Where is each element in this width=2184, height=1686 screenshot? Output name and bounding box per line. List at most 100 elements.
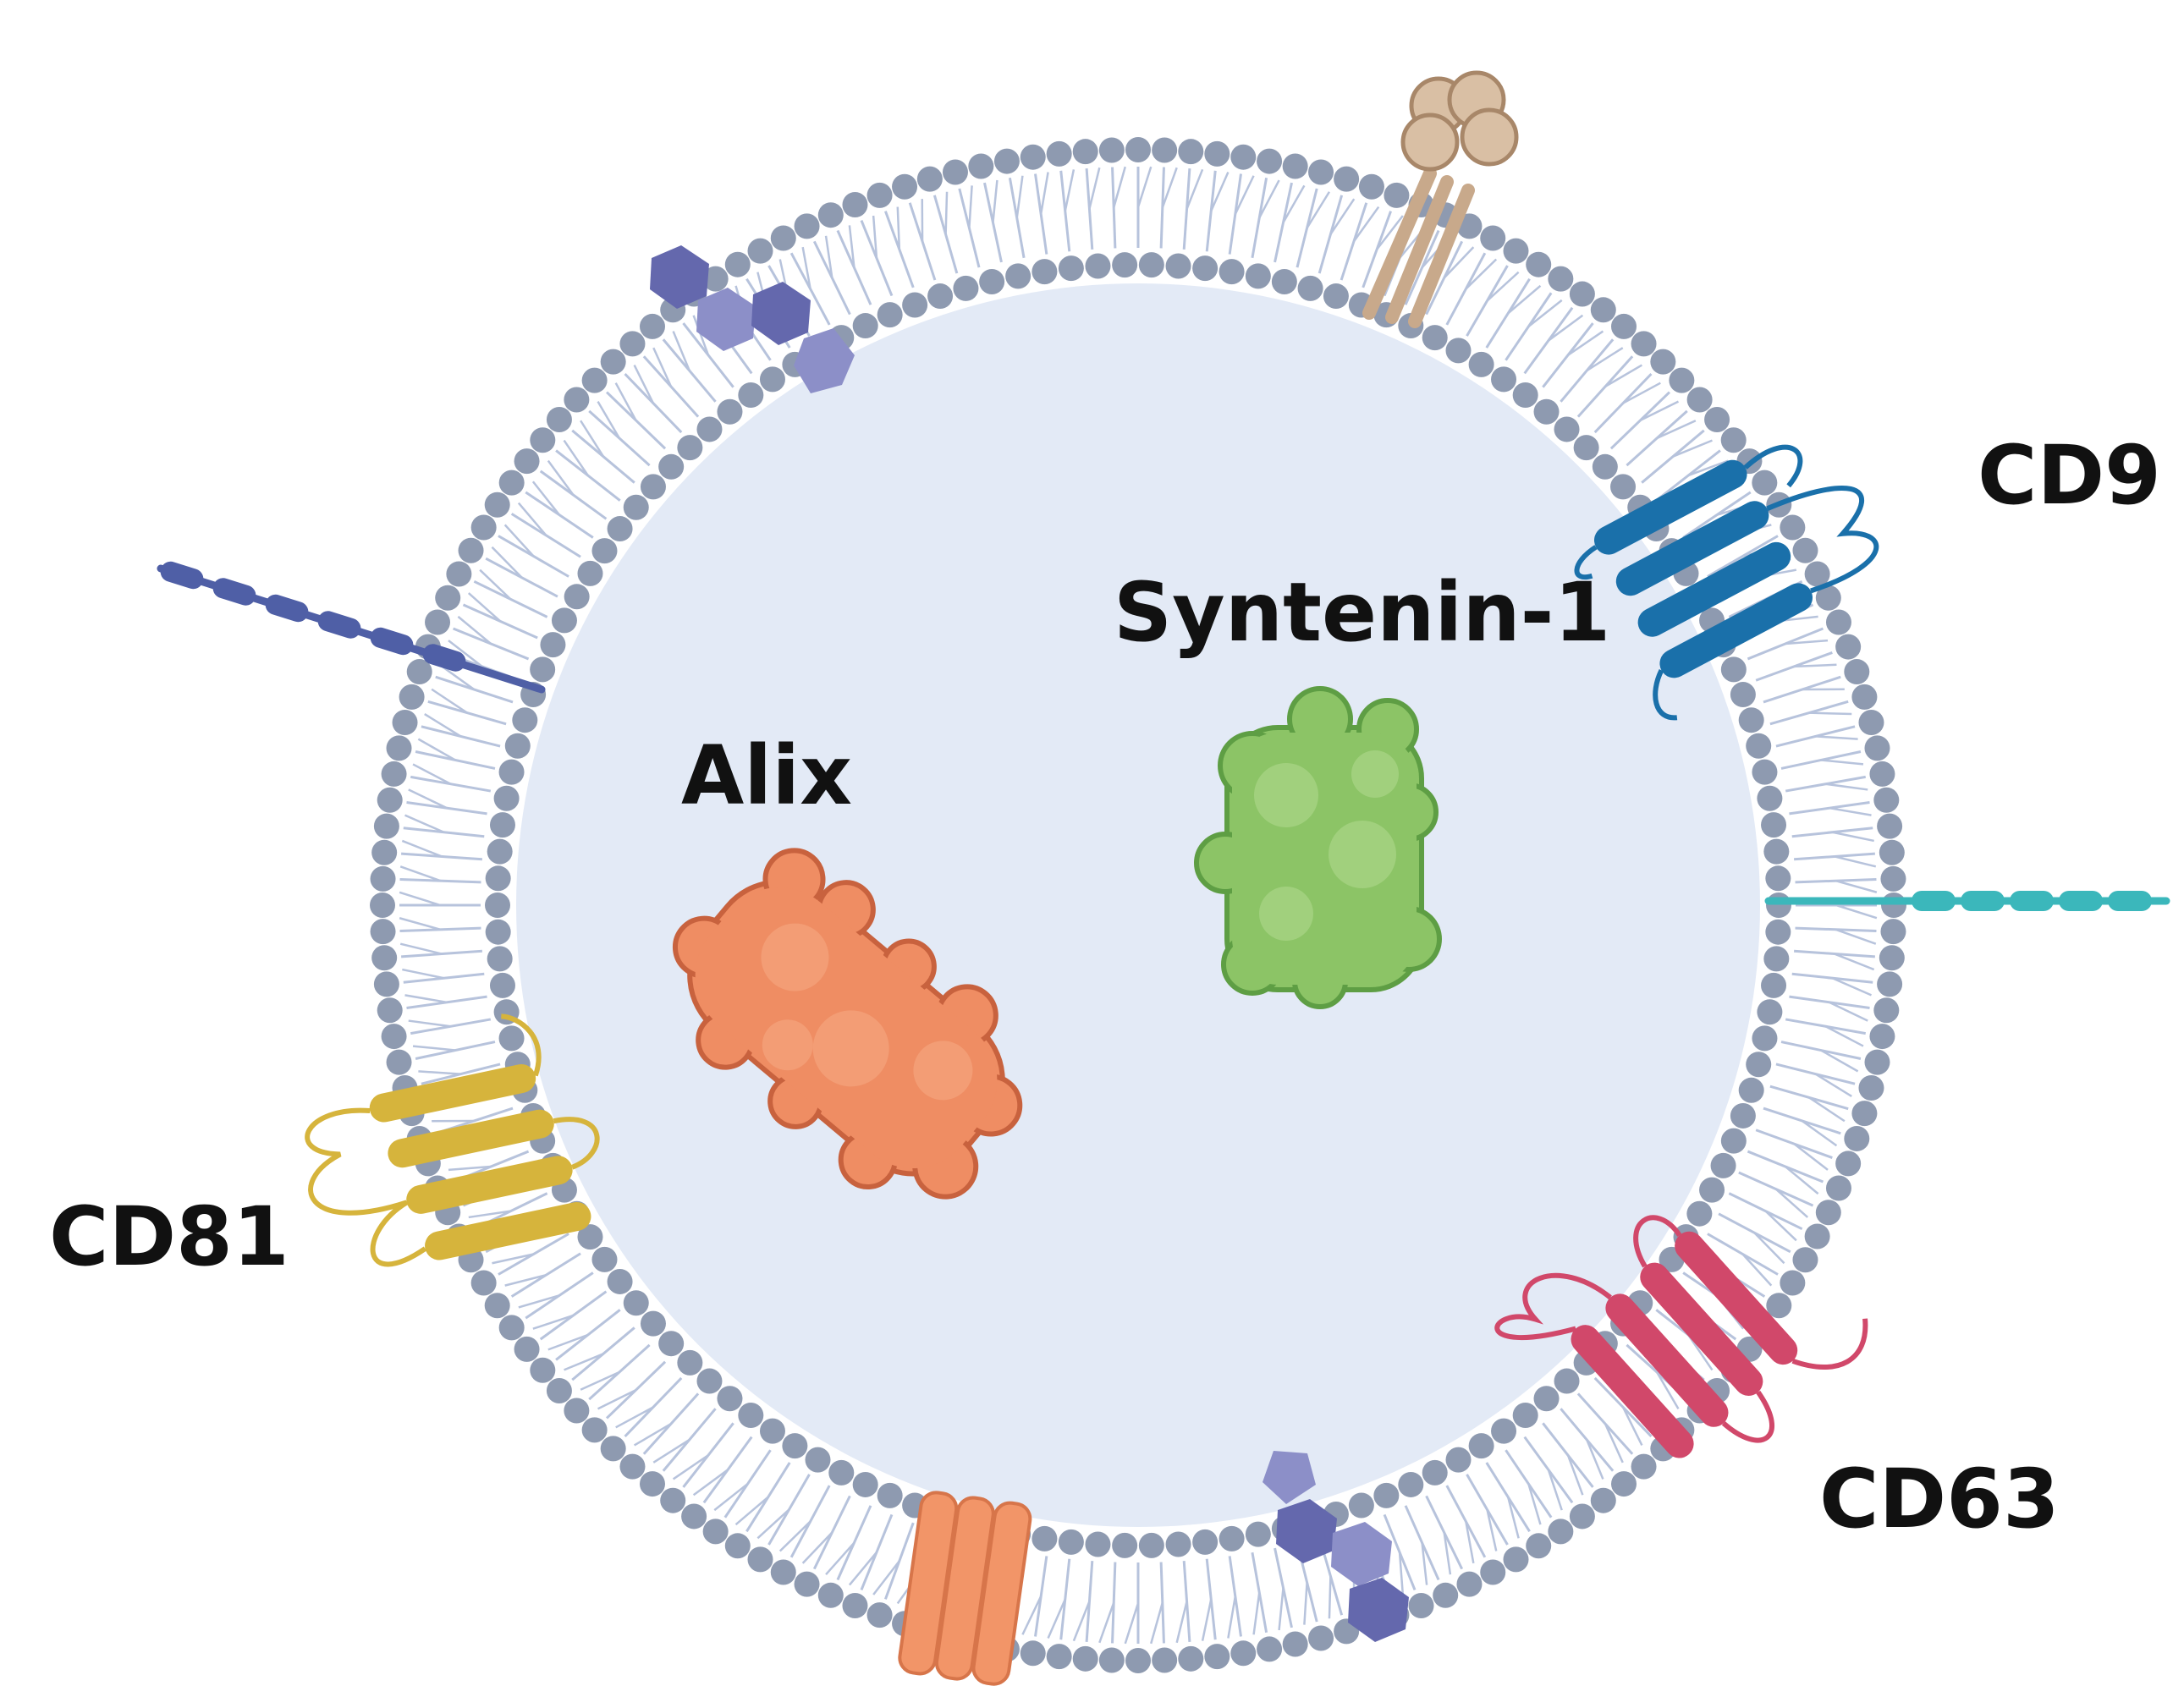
lipid-head: [370, 892, 395, 918]
lipid-head: [738, 1402, 764, 1428]
lipid-head: [1282, 1631, 1308, 1657]
lipid-head: [1358, 173, 1384, 200]
lipid-head: [1704, 406, 1730, 432]
lipid-head: [498, 759, 525, 785]
lipid-head: [1408, 1592, 1434, 1618]
lipid-head: [1204, 140, 1230, 167]
lipid-head: [1869, 761, 1895, 787]
lipid-head: [639, 313, 665, 339]
lipid-head: [1610, 474, 1637, 500]
lipid-head: [540, 632, 566, 658]
lipid-head: [1058, 1529, 1084, 1555]
lipid-head: [892, 173, 918, 200]
lipid-head: [759, 366, 785, 393]
lipid-head: [1526, 1533, 1552, 1559]
lipid-head: [702, 1518, 729, 1545]
lipid-head: [1230, 144, 1257, 170]
lipid-head: [1738, 707, 1764, 733]
lipid-head: [1873, 787, 1900, 813]
lipid-head: [681, 1503, 707, 1529]
lipid-head: [1480, 1559, 1506, 1585]
lipid-head: [1165, 253, 1191, 279]
lipid-head: [877, 1482, 903, 1508]
lipid-head: [1631, 331, 1657, 357]
lipid-head: [386, 1049, 412, 1075]
lipid-head: [1730, 682, 1756, 708]
lipid-head: [979, 269, 1005, 295]
lipid-head: [1058, 255, 1084, 282]
lipid-head: [386, 735, 412, 761]
lipid-head: [1245, 1521, 1271, 1547]
lipid-head: [373, 813, 399, 839]
lipid-head: [1780, 1270, 1806, 1296]
lipid-head: [530, 656, 556, 683]
lipid-head: [805, 1447, 831, 1473]
lipid-head: [1554, 416, 1580, 442]
lipid-head: [1422, 325, 1448, 351]
lipid-head: [1503, 1546, 1529, 1573]
lipid-head: [498, 470, 525, 496]
lipid-head: [1192, 1529, 1219, 1555]
lipid-head: [1125, 137, 1151, 162]
lipid-head: [717, 1386, 743, 1412]
lipid-head: [1763, 838, 1790, 865]
lipid-head: [1178, 139, 1204, 165]
lipid-head: [1230, 1640, 1257, 1667]
lipid-head: [623, 494, 649, 520]
lipid-head: [489, 972, 515, 998]
lipid-head: [1334, 166, 1360, 192]
lipid-head: [1835, 1151, 1862, 1177]
lipid-head: [747, 238, 773, 264]
lipid-head: [381, 761, 407, 787]
lipid-head: [1348, 1492, 1374, 1518]
lipid-head: [564, 584, 590, 610]
lipid-head: [406, 659, 432, 685]
lipid-head: [842, 1592, 868, 1618]
lipid-head: [770, 225, 796, 251]
lipid-head: [1835, 634, 1862, 660]
lipid-head: [607, 516, 633, 542]
lipid-head: [1761, 812, 1787, 838]
lipid-head: [1165, 1531, 1191, 1557]
lipid-head: [1763, 946, 1790, 972]
lipid-head: [1766, 892, 1791, 918]
cd81-label: CD81: [49, 1189, 289, 1284]
lipid-head: [1757, 785, 1783, 811]
lipid-head: [392, 709, 418, 735]
lipid-head: [1491, 366, 1517, 393]
lipid-head: [1573, 435, 1599, 461]
lipid-head: [551, 607, 577, 634]
lipid-head: [485, 865, 511, 892]
lipid-head: [877, 302, 903, 328]
lipid-head: [1125, 1648, 1151, 1673]
lipid-head: [600, 1436, 626, 1462]
lipid-head: [677, 435, 703, 461]
lipid-head: [1720, 1128, 1747, 1154]
lipid-head: [1297, 275, 1323, 301]
lipid-head: [696, 1368, 723, 1394]
lipid-head: [600, 349, 626, 375]
lipid-head: [564, 1398, 590, 1424]
lipid-head: [866, 1602, 893, 1628]
lipid-head: [425, 609, 451, 635]
lipid-head: [1323, 283, 1349, 310]
lipid-head: [1746, 733, 1772, 759]
lipid-head: [1752, 1025, 1778, 1052]
lipid-head: [458, 537, 484, 563]
lipid-head: [1746, 1052, 1772, 1078]
lipid-head: [1533, 1386, 1560, 1412]
syntenin-label: Syntenin-1: [1114, 565, 1610, 660]
lipid-head: [1072, 139, 1098, 165]
lipid-head: [1512, 1402, 1538, 1428]
lipid-head: [1046, 140, 1072, 167]
lipid-head: [953, 275, 979, 301]
lipid-head: [1308, 159, 1334, 185]
lipid-head: [1152, 137, 1178, 163]
lipid-head: [370, 865, 396, 892]
lipid-head: [1569, 1503, 1595, 1529]
lipid-head: [724, 1533, 751, 1559]
lipid-head: [1761, 972, 1787, 998]
lipid-head: [1765, 865, 1791, 892]
lipid-head: [993, 148, 1020, 174]
